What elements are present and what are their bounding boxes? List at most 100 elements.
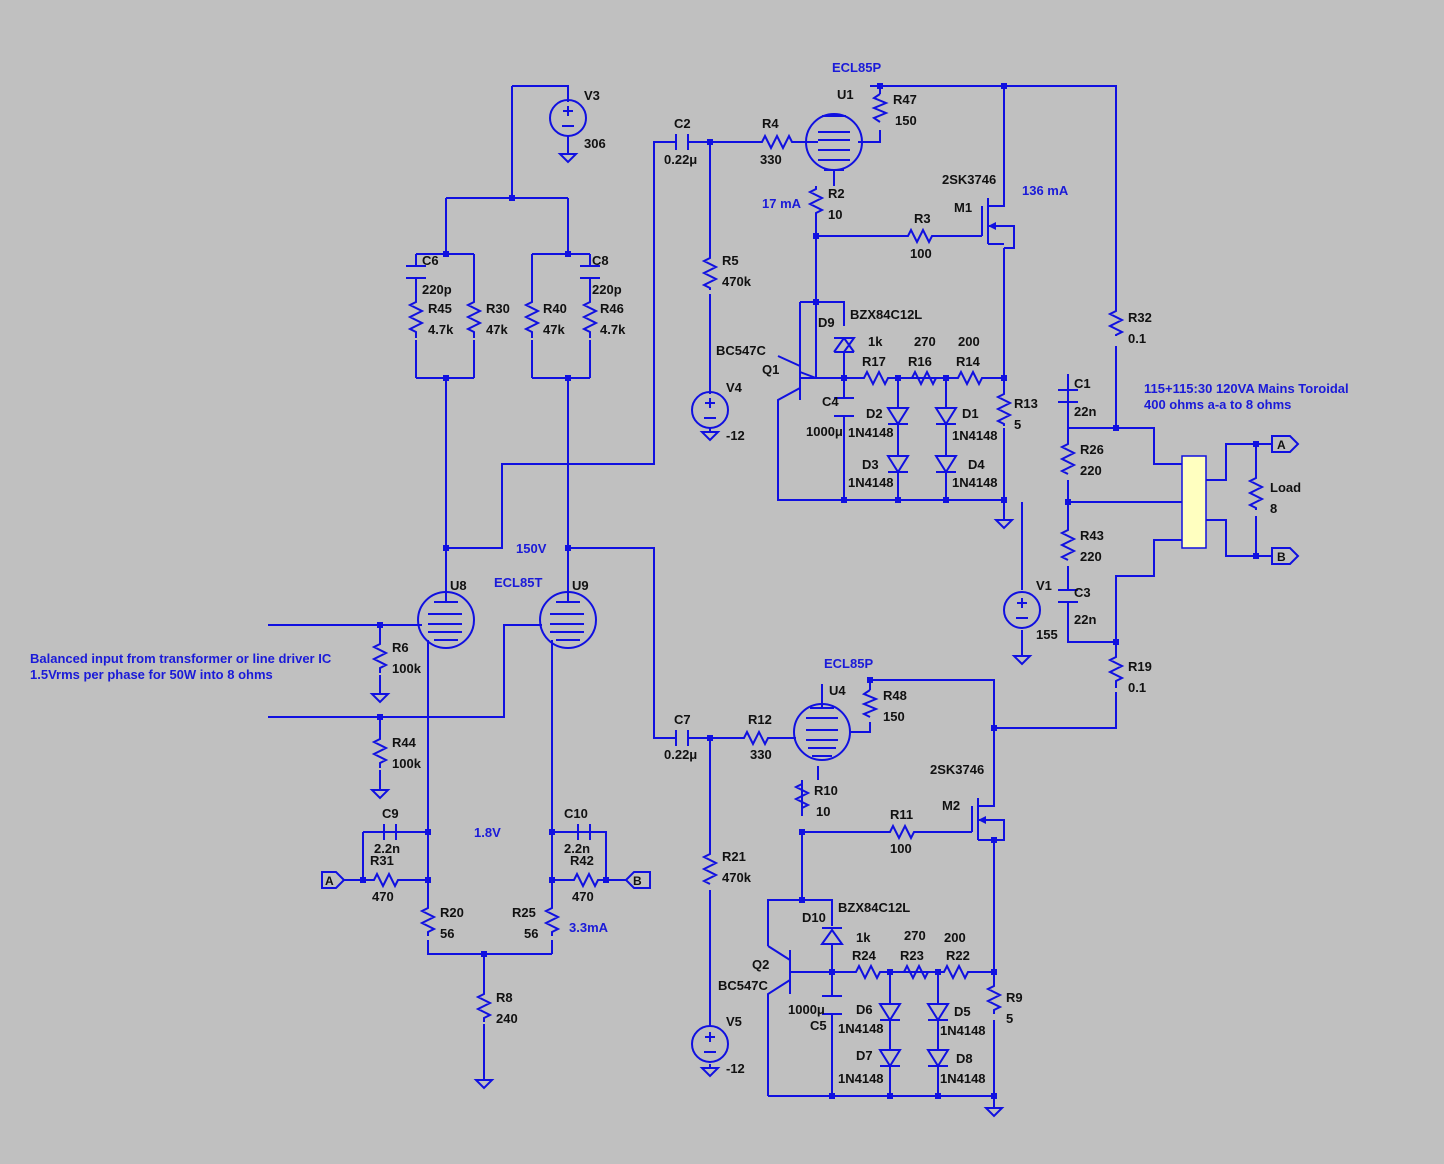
m2-label: M2 (942, 798, 960, 813)
u4-label: U4 (829, 683, 846, 698)
r32-label: R32 (1128, 310, 1152, 325)
r43-label: R43 (1080, 528, 1104, 543)
r44-value: 100k (392, 756, 422, 771)
r40-value: 47k (543, 322, 565, 337)
u1-label: U1 (837, 87, 854, 102)
d2-value: 1N4148 (848, 425, 894, 440)
r46-value: 4.7k (600, 322, 626, 337)
bjt-transistors (767, 355, 834, 1000)
input-note-1: Balanced input from transformer or line … (30, 651, 332, 666)
vacuum-tubes (417, 113, 863, 761)
c5-label: C5 (810, 1018, 827, 1033)
c8-value: 220p (592, 282, 622, 297)
c2-value: 0.22μ (664, 152, 697, 167)
r17-label: R17 (862, 354, 886, 369)
load-label: Load (1270, 480, 1301, 495)
r16-label: R16 (908, 354, 932, 369)
r12-label: R12 (748, 712, 772, 727)
r8-label: R8 (496, 990, 513, 1005)
load-value: 8 (1270, 501, 1277, 516)
d7-value: 1N4148 (838, 1071, 884, 1086)
r4-value: 330 (760, 152, 782, 167)
voltage-sources (549, 99, 1041, 1063)
c8-label: C8 (592, 253, 609, 268)
port-a-top[interactable] (1271, 435, 1300, 453)
c3-value: 22n (1074, 612, 1096, 627)
r10-label: R10 (814, 783, 838, 798)
wire-network (268, 85, 1272, 1104)
diode-symbols (820, 337, 958, 1068)
r6-value: 100k (392, 661, 422, 676)
r13-label: R13 (1014, 396, 1038, 411)
capacitor-symbols (363, 134, 1078, 1015)
d6-value: 1N4148 (838, 1021, 884, 1036)
r31-value: 470 (372, 889, 394, 904)
m2-part: 2SK3746 (930, 762, 984, 777)
r45-label: R45 (428, 301, 452, 316)
cathode-voltage-label: 1.8V (474, 825, 501, 840)
r3-value: 100 (910, 246, 932, 261)
r4-label: R4 (762, 116, 779, 131)
m1-part: 2SK3746 (942, 172, 996, 187)
r24-label: R24 (852, 948, 877, 963)
port-flags[interactable]: A B A B (321, 435, 1300, 889)
r47-value: 150 (895, 113, 917, 128)
v3-value: 306 (584, 136, 606, 151)
d5-label: D5 (954, 1004, 971, 1019)
v4-value: -12 (726, 428, 745, 443)
r46-label: R46 (600, 301, 624, 316)
c10-label: C10 (564, 806, 588, 821)
r11-value: 100 (890, 841, 912, 856)
c9-label: C9 (382, 806, 399, 821)
r25-label: R25 (512, 905, 536, 920)
port-b-left[interactable] (624, 871, 651, 889)
r11-label: R11 (890, 807, 913, 822)
tail-current-label: 3.3mA (569, 920, 609, 935)
r32-value: 0.1 (1128, 331, 1146, 346)
u1-type-label: ECL85P (832, 60, 881, 75)
r21-label: R21 (722, 849, 746, 864)
q1-label: Q1 (762, 362, 779, 377)
d4-label: D4 (968, 457, 985, 472)
mosfets (971, 192, 1015, 841)
r19-value: 0.1 (1128, 680, 1146, 695)
r31-label: R31 (370, 853, 394, 868)
c10-value: 2.2n (564, 841, 590, 856)
port-a-left[interactable] (321, 871, 346, 889)
q2-label: Q2 (752, 957, 769, 972)
c4-value: 1000μ (806, 424, 843, 439)
r16-value: 270 (914, 334, 936, 349)
c4-label: C4 (822, 394, 839, 409)
c7-label: C7 (674, 712, 691, 727)
u4-type-label: ECL85P (824, 656, 873, 671)
r48-value: 150 (883, 709, 905, 724)
r30-value: 47k (486, 322, 508, 337)
r23-value: 270 (904, 928, 926, 943)
bplus-label: 150V (516, 541, 547, 556)
r5-label: R5 (722, 253, 739, 268)
d4-value: 1N4148 (952, 475, 998, 490)
v1-value: 155 (1036, 627, 1058, 642)
port-b-right[interactable] (1271, 547, 1300, 565)
d3-value: 1N4148 (848, 475, 894, 490)
q1-part: BC547C (716, 343, 766, 358)
m1-label: M1 (954, 200, 972, 215)
r14-value: 200 (958, 334, 980, 349)
r3-label: R3 (914, 211, 931, 226)
annotations: ECL85P ECL85P ECL85T 17 mA 136 mA 150V 1… (30, 60, 1349, 935)
d2-label: D2 (866, 406, 883, 421)
r19-label: R19 (1128, 659, 1152, 674)
transformer-note-2: 400 ohms a-a to 8 ohms (1144, 397, 1291, 412)
r43-value: 220 (1080, 549, 1102, 564)
r17-value: 1k (868, 334, 883, 349)
r42-value: 470 (572, 889, 594, 904)
r21-value: 470k (722, 870, 752, 885)
v5-label: V5 (726, 1014, 742, 1029)
r20-value: 56 (440, 926, 454, 941)
port-a-left-label: A (325, 874, 334, 888)
r25-value: 56 (524, 926, 538, 941)
c1-label: C1 (1074, 376, 1091, 391)
u8-label: U8 (450, 578, 467, 593)
c2-label: C2 (674, 116, 691, 131)
current-17-label: 17 mA (762, 196, 802, 211)
